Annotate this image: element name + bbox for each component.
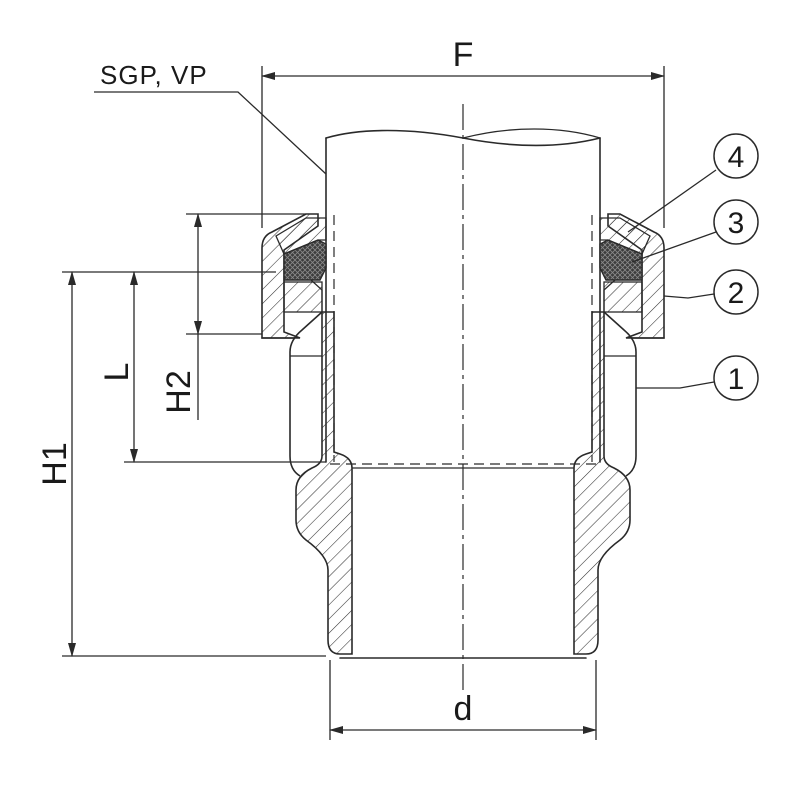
balloon-4: 4 [627, 133, 759, 233]
dimension-F-label: F [453, 36, 474, 74]
dimension-d: d [329, 660, 597, 740]
nut-part-2 [261, 213, 665, 339]
balloon-1: 1 [636, 355, 759, 401]
balloon-2-label: 2 [728, 277, 745, 310]
balloon-3-label: 3 [728, 207, 745, 240]
dimension-L-label: L [98, 363, 136, 382]
balloon-2: 2 [663, 269, 759, 315]
pipe-note: SGP, VP [94, 60, 327, 175]
washer-part-4 [275, 217, 651, 255]
dimension-H2-label: H2 [160, 370, 198, 413]
dimension-H1: H1 [36, 271, 326, 657]
pipe-note-label: SGP, VP [100, 60, 208, 90]
balloon-4-label: 4 [728, 141, 745, 174]
dimension-F: F [261, 36, 665, 228]
dimension-H1-label: H1 [36, 442, 74, 485]
dimension-H2: H2 [160, 213, 306, 420]
dimension-d-label: d [454, 690, 473, 728]
balloon-1-label: 1 [728, 363, 745, 396]
dimension-L: L [98, 271, 326, 463]
balloon-3: 3 [631, 199, 759, 263]
